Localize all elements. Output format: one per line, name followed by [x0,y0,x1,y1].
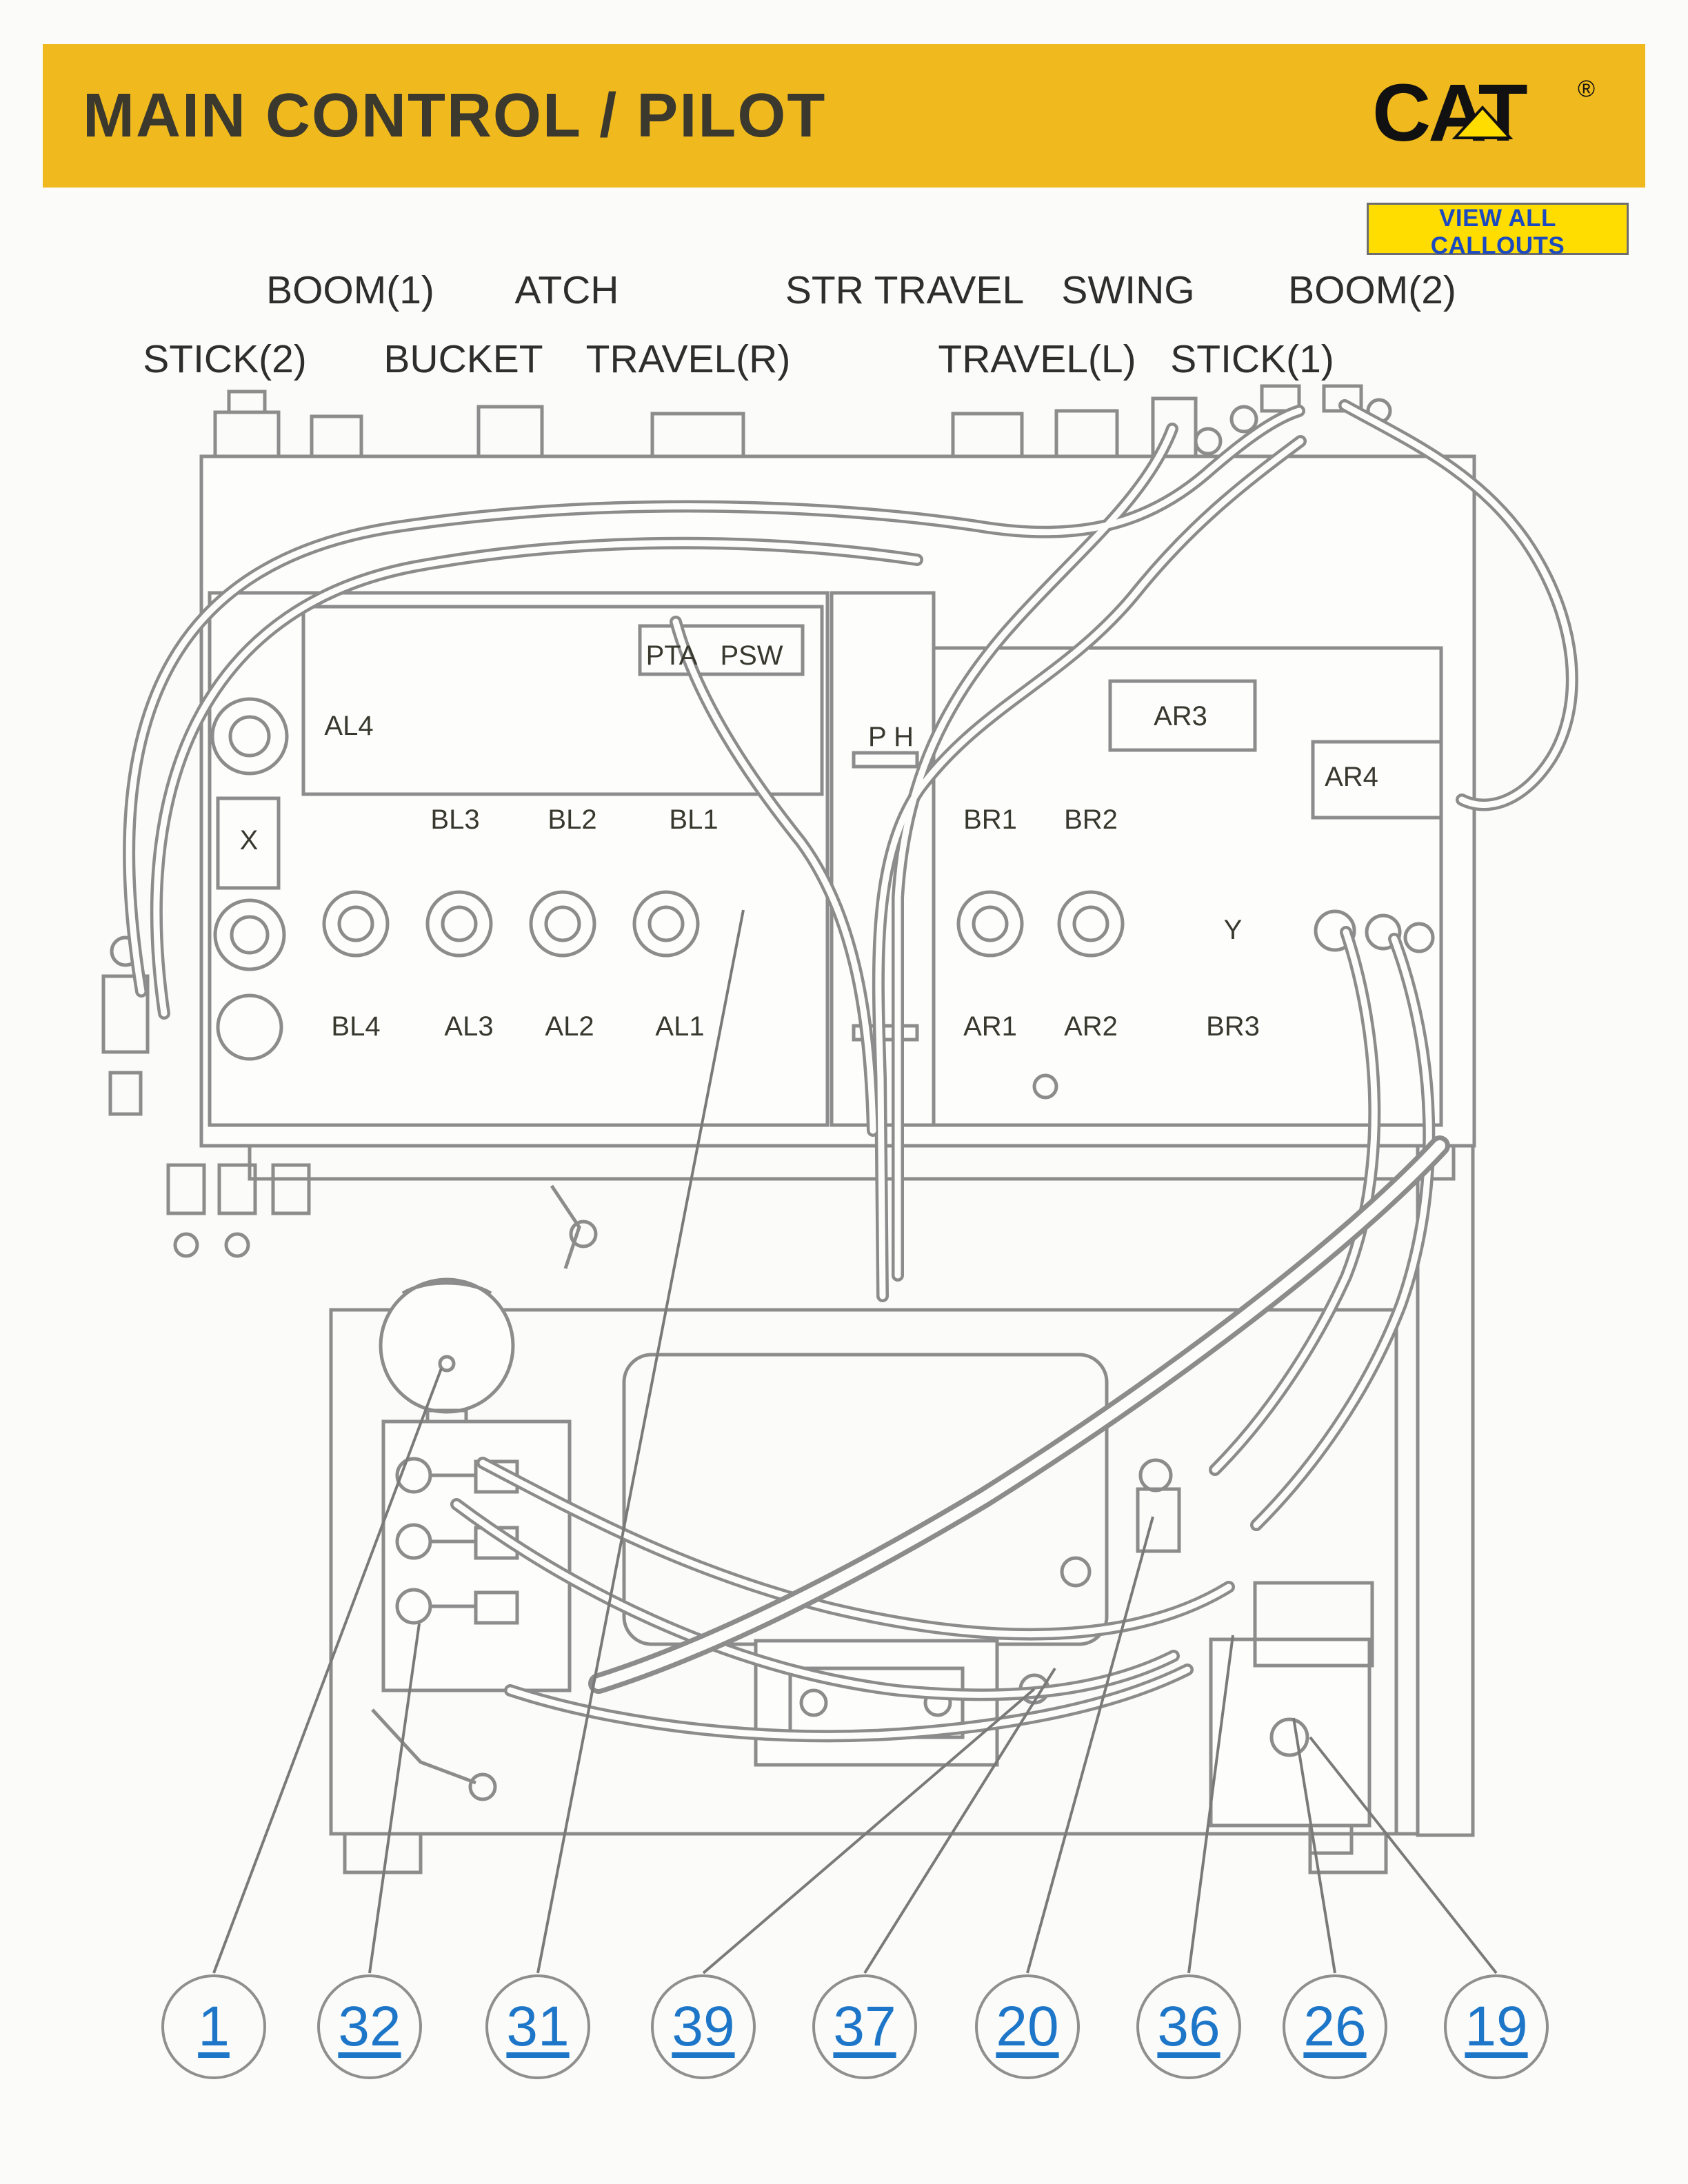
port-label-ar3: AR3 [1154,701,1207,731]
port-label-br1: BR1 [963,805,1017,835]
callout-number: 32 [338,1995,401,2058]
leader-line-36 [1187,1635,1234,1974]
callout-number: 26 [1303,1995,1367,2058]
function-label-atch: ATCH [514,268,619,312]
callout-button-37[interactable]: 37 [812,1974,917,2079]
port-label-al2: AL2 [545,1011,594,1042]
port-circles-left-block [210,697,700,1061]
function-label-travel-r: TRAVEL(R) [585,337,791,381]
port-label-y: Y [1224,915,1243,945]
accumulator [379,1277,515,1444]
port-label-ar4: AR4 [1325,762,1378,792]
callout-leader-lines [212,909,1498,1974]
callout-button-1[interactable]: 1 [161,1974,266,2079]
port-label-bl2: BL2 [547,805,596,835]
port-label-al3: AL3 [444,1011,493,1042]
port-label-ar2: AR2 [1064,1011,1118,1042]
port-label-al1: AL1 [655,1011,704,1042]
callout-number: 20 [996,1995,1059,2058]
thick-hose-outer [599,1146,1440,1684]
port-label-ar1: AR1 [963,1011,1017,1042]
port-label-bl1: BL1 [669,805,718,835]
callout-button-26[interactable]: 26 [1283,1974,1387,2079]
center-manifold [754,1458,1181,1767]
function-label-swing: SWING [1061,268,1195,312]
leader-line-1 [212,1368,443,1974]
port-circles-right-block [956,890,1435,958]
leader-line-19 [1309,1736,1498,1974]
callout-number: 31 [506,1995,570,2058]
port-label-pta: PTA [646,640,698,671]
function-label-stick1: STICK(1) [1170,337,1334,381]
port-labels: PTA PSW AL4 X BL3 BL2 BL1 P H AR3 AR4 BR… [240,640,1378,1042]
port-label-bl4: BL4 [331,1011,380,1042]
function-label-stick2: STICK(2) [143,337,307,381]
view-all-callouts-button[interactable]: VIEW ALL CALLOUTS [1367,203,1629,259]
cat-logo-triangle-icon [1451,105,1514,139]
valve-body-outline [199,454,1476,1181]
leader-line-31 [536,909,745,1974]
title-bar: MAIN CONTROL / PILOT CAT ® [43,44,1645,188]
callout-button-36[interactable]: 36 [1136,1974,1241,2079]
callout-button-32[interactable]: 32 [317,1974,422,2079]
callout-button-19[interactable]: 19 [1444,1974,1549,2079]
callout-number: 37 [833,1995,896,2058]
callout-button-20[interactable]: 20 [975,1974,1080,2079]
function-label-boom2: BOOM(2) [1288,268,1456,312]
right-lower-valve [1209,1581,1374,1855]
callout-number: 39 [672,1995,735,2058]
port-label-psw: PSW [720,640,783,671]
cat-logo-registered-mark: ® [1578,76,1595,102]
function-label-travel-l: TRAVEL(L) [938,337,1136,381]
cat-logo: CAT ® [1371,68,1605,163]
port-label-br3: BR3 [1206,1011,1260,1042]
function-label-bucket: BUCKET [383,337,543,381]
leader-line-39 [702,1688,1036,1974]
leader-line-32 [368,1623,421,1974]
leader-line-37 [863,1667,1056,1974]
thick-hose-core [599,1146,1440,1684]
left-edge-fittings [101,936,598,1269]
port-label-ph: P H [868,722,914,752]
page-title: MAIN CONTROL / PILOT [83,81,827,150]
callout-number: 19 [1465,1995,1528,2058]
port-label-x: X [240,825,259,856]
leader-line-26 [1292,1717,1336,1974]
callout-button-31[interactable]: 31 [485,1974,590,2079]
port-label-al4: AL4 [324,711,373,741]
port-label-bl3: BL3 [430,805,479,835]
callout-number: 36 [1157,1995,1220,2058]
callout-number: 1 [198,1995,230,2058]
function-label-boom1: BOOM(1) [266,268,434,312]
cat-logo-text: CAT [1372,69,1527,159]
cat-logo-graphic: CAT ® [1372,68,1595,159]
function-label-str-travel: STR TRAVEL [785,268,1025,312]
callout-button-39[interactable]: 39 [651,1974,756,2079]
port-label-br2: BR2 [1064,805,1118,835]
leader-line-20 [1026,1516,1154,1974]
